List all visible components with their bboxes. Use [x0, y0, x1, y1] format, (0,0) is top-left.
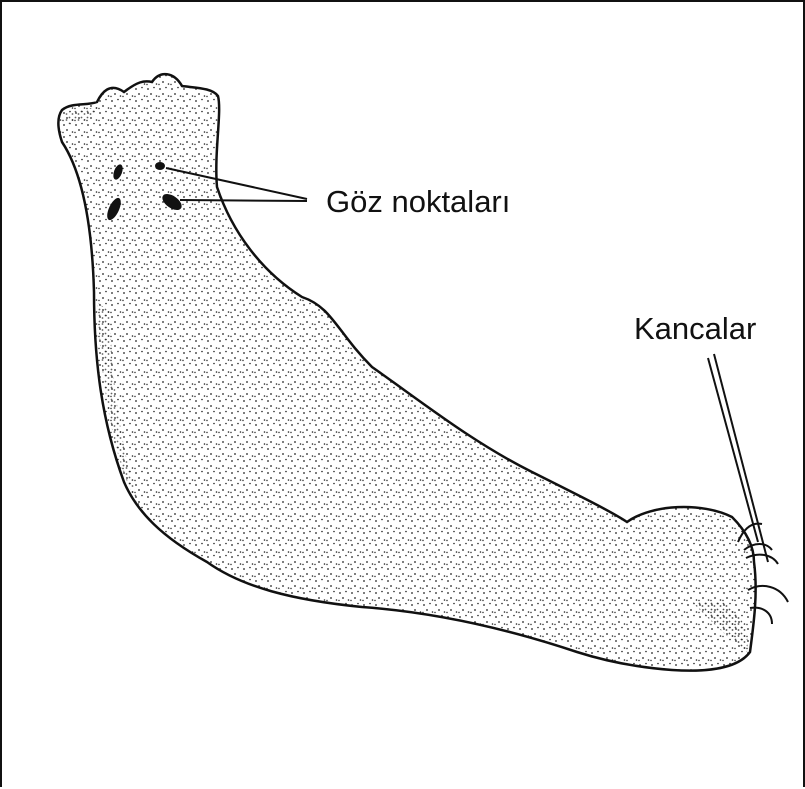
eye-pointer-line-lower [180, 200, 307, 201]
eye-spots-label: Göz noktaları [326, 186, 510, 217]
eye-spot-small [155, 162, 165, 170]
hooks-label: Kancalar [634, 313, 756, 344]
